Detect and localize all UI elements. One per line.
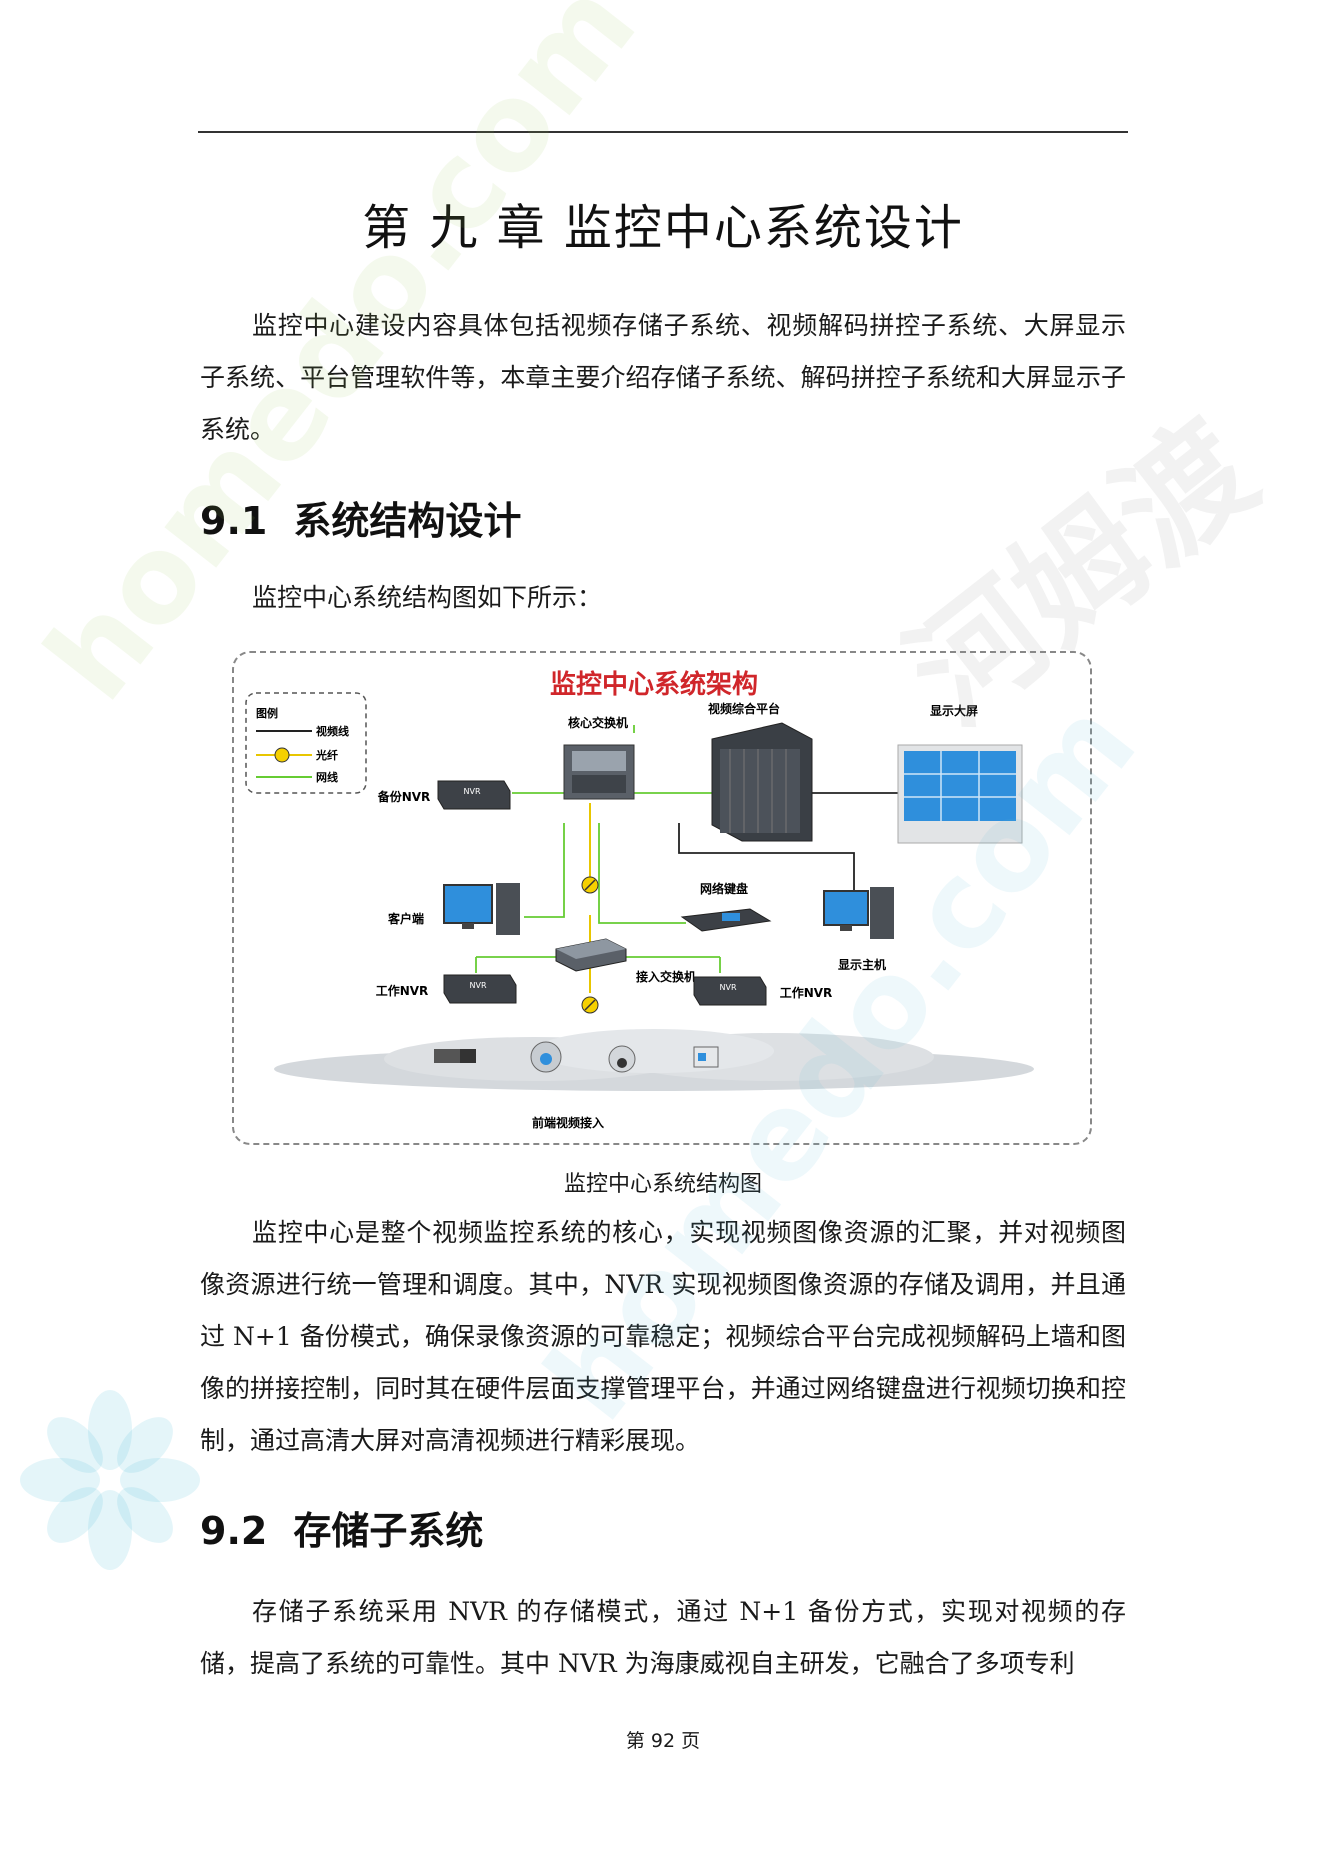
header-rule	[198, 131, 1128, 133]
page-number: 第 92 页	[625, 1730, 701, 1752]
section-title: 存储子系统	[293, 1509, 484, 1553]
intro-paragraph: 监控中心建设内容具体包括视频存储子系统、视频解码拼控子系统、大屏显示子系统、平台…	[200, 311, 1126, 444]
legend-box	[245, 692, 367, 794]
watermark-flower-icon	[20, 1390, 200, 1570]
chapter-title: 第 九 章 监控中心系统设计	[362, 200, 964, 256]
nvr-badge: NVR	[463, 787, 480, 796]
section-lead: 监控中心系统结构图如下所示：	[252, 583, 603, 612]
client-label: 客户端	[387, 911, 424, 926]
architecture-diagram: 监控中心系统架构 图例 视频线 光纤 网线	[245, 669, 1034, 1130]
front-end-label: 前端视频接入	[532, 1115, 604, 1130]
legend-fiber-label: 光纤	[315, 748, 338, 762]
work-nvr-right: NVR	[693, 976, 767, 1006]
core-switch	[563, 744, 635, 800]
architecture-description: 监控中心是整个视频监控系统的核心，实现视频图像资源的汇聚，并对视频图像资源进行统…	[200, 1218, 1126, 1455]
figure-caption: 监控中心系统结构图	[563, 1172, 762, 1197]
network-keyboard	[680, 908, 772, 932]
work-nvr-right-label: 工作NVR	[780, 985, 833, 1000]
legend-title: 图例	[256, 706, 278, 720]
camera-icons	[434, 1041, 719, 1073]
legend-network-label: 网线	[316, 770, 338, 784]
access-switch	[555, 938, 627, 972]
network-keyboard-label: 网络键盘	[700, 881, 748, 896]
video-platform-label: 视频综合平台	[708, 701, 780, 716]
access-switch-label: 接入交换机	[636, 969, 696, 984]
legend-video-label: 视频线	[316, 724, 349, 738]
front-end-cloud	[274, 1029, 1034, 1091]
section-number: 9.1	[200, 499, 268, 543]
section-title: 系统结构设计	[293, 499, 522, 543]
display-wall	[897, 744, 1023, 844]
video-platform	[711, 722, 813, 842]
figure-title: 监控中心系统架构	[550, 669, 758, 700]
bullet-camera-icon	[434, 1049, 464, 1063]
section-heading-9-1: 9.1 系统结构设计	[200, 490, 521, 545]
display-wall-label: 显示大屏	[930, 703, 978, 718]
section-heading-9-2: 9.2 存储子系统	[200, 1500, 483, 1555]
nvr-badge: NVR	[719, 983, 736, 992]
backup-nvr-label: 备份NVR	[377, 789, 431, 804]
work-nvr-left-label: 工作NVR	[376, 983, 429, 998]
core-switch-label: 核心交换机	[568, 715, 628, 730]
work-nvr-left: NVR	[443, 974, 517, 1004]
nvr-badge: NVR	[469, 981, 486, 990]
display-host	[823, 887, 894, 939]
section-number: 9.2	[200, 1509, 268, 1553]
client-pc	[443, 883, 520, 935]
backup-nvr: NVR	[437, 780, 511, 810]
fiber-icon	[274, 747, 290, 763]
architecture-figure: 监控中心系统架构 图例 视频线 光纤 网线	[232, 651, 1092, 1145]
storage-paragraph: 存储子系统采用 NVR 的存储模式，通过 N+1 备份方式，实现对视频的存储，提…	[200, 1597, 1126, 1678]
display-host-label: 显示主机	[838, 957, 886, 972]
